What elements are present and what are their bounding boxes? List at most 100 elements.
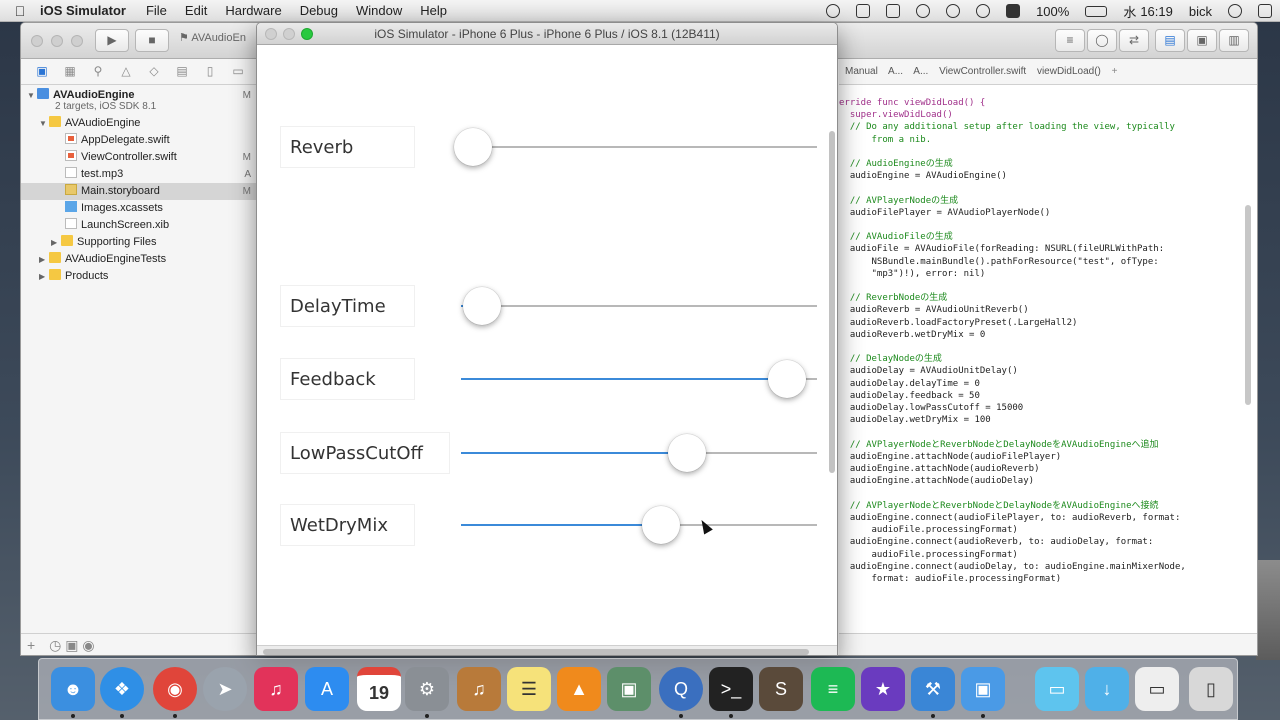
zoom-button[interactable] <box>71 35 83 47</box>
code-line[interactable]: format: audioFile.processingFormat) <box>839 573 1062 584</box>
code-line[interactable]: audioDelay.feedback = 50 <box>839 390 980 401</box>
code-line[interactable]: audioReverb.wetDryMix = 0 <box>839 329 986 340</box>
code-line[interactable]: audioEngine.attachNode(audioReverb) <box>839 464 1040 475</box>
slider-track[interactable] <box>461 524 817 526</box>
spotlight-icon[interactable] <box>1228 4 1242 18</box>
evernote-icon[interactable] <box>856 4 871 18</box>
code-line[interactable] <box>839 280 1186 292</box>
code-line[interactable]: audioEngine.attachNode(audioFilePlayer) <box>839 451 1062 462</box>
code-line[interactable]: // Do any additional setup after loading… <box>839 122 1175 133</box>
navigator-folder-row[interactable]: ▼AVAudioEngine <box>21 115 259 132</box>
code-line[interactable]: audioEngine.connect(audioFilePlayer, to:… <box>839 512 1181 523</box>
assistant-editor-button[interactable]: ◯ <box>1087 29 1117 52</box>
find-navigator-icon[interactable]: ⚲ <box>93 64 103 78</box>
code-line[interactable]: audioFile.processingFormat) <box>839 525 1018 536</box>
filter-unsaved-icon[interactable]: ◉ <box>82 637 95 653</box>
menu-debug[interactable]: Debug <box>299 3 338 18</box>
add-icon[interactable]: + <box>27 637 36 653</box>
editor-scrollbar[interactable] <box>1245 205 1251 405</box>
code-line[interactable]: audioReverb.loadFactoryPreset(.LargeHall… <box>839 317 1078 328</box>
slider-track[interactable] <box>461 378 817 380</box>
standard-editor-button[interactable]: ≡ <box>1055 29 1085 52</box>
notes-icon[interactable]: ☰ <box>507 667 551 711</box>
toggle-navigator-button[interactable]: ▤ <box>1155 29 1185 52</box>
jump-bar-file[interactable]: ViewController.swift <box>939 66 1027 77</box>
time-machine-icon[interactable] <box>916 4 931 18</box>
source-editor[interactable]: erride func viewDidLoad() { super.viewDi… <box>839 85 1257 633</box>
code-line[interactable] <box>839 146 1186 158</box>
battery-icon[interactable] <box>1085 5 1108 17</box>
close-button[interactable] <box>31 35 43 47</box>
scheme-selector[interactable]: ⚑ AVAudioEn <box>179 31 246 44</box>
code-line[interactable]: super.viewDidLoad() <box>839 110 953 121</box>
airplay-icon[interactable] <box>886 4 901 18</box>
menu-edit[interactable]: Edit <box>184 3 208 18</box>
menu-hardware[interactable]: Hardware <box>225 3 282 18</box>
add-editor-icon[interactable]: + <box>1111 66 1118 77</box>
chrome-icon[interactable]: ◉ <box>153 667 197 711</box>
wifi-icon[interactable] <box>976 4 991 18</box>
code-line[interactable]: // AVAudioFileの生成 <box>839 232 953 243</box>
slider-track[interactable] <box>461 452 817 454</box>
code-line[interactable]: from a nib. <box>839 134 932 145</box>
disclosure-open-icon[interactable]: ▼ <box>39 119 47 128</box>
code-line[interactable]: audioDelay.wetDryMix = 100 <box>839 415 991 426</box>
menu-file[interactable]: File <box>145 3 167 18</box>
clock-day[interactable]: 水 <box>1123 4 1137 20</box>
jump-bar-scheme[interactable]: Manual <box>845 66 878 77</box>
code-line[interactable] <box>839 182 1186 194</box>
downloads-icon[interactable]: ↓ <box>1085 667 1129 711</box>
source-code[interactable]: erride func viewDidLoad() { super.viewDi… <box>839 97 1186 585</box>
bluetooth-icon[interactable] <box>946 4 961 18</box>
record-icon[interactable] <box>826 4 841 18</box>
minimize-button[interactable] <box>283 28 295 40</box>
preview-icon[interactable]: ▣ <box>607 667 651 711</box>
stop-button[interactable]: ■ <box>135 29 169 52</box>
toggle-debug-button[interactable]: ▣ <box>1187 29 1217 52</box>
code-line[interactable]: erride func viewDidLoad() { <box>839 98 986 108</box>
slider-thumb[interactable] <box>463 287 502 325</box>
app-store-icon[interactable]: A <box>305 667 349 711</box>
user-name[interactable]: bick <box>1188 3 1212 19</box>
imovie-icon[interactable]: ★ <box>861 667 905 711</box>
guitar-icon[interactable]: ♫ <box>457 667 501 711</box>
slider-track[interactable] <box>461 305 817 307</box>
sublime-icon[interactable]: S <box>759 667 803 711</box>
battery-percent[interactable]: 100% <box>1036 3 1070 19</box>
code-line[interactable]: audioEngine.connect(audioDelay, to: audi… <box>839 561 1186 572</box>
code-line[interactable]: audioDelay = AVAudioUnitDelay() <box>839 366 1018 377</box>
recent-files-icon[interactable]: ◷ <box>49 637 62 653</box>
test-navigator-icon[interactable]: ◇ <box>149 64 159 78</box>
vlc-icon[interactable]: ▲ <box>557 667 601 711</box>
simulator-icon[interactable]: ▣ <box>961 667 1005 711</box>
issue-navigator-icon[interactable]: △ <box>121 64 131 78</box>
navigator-file-row[interactable]: test.mp3 A <box>21 166 259 183</box>
code-line[interactable]: "mp3")!), error: nil) <box>839 268 986 279</box>
spotify-icon[interactable]: ≡ <box>811 667 855 711</box>
filter-source-control-icon[interactable]: ▣ <box>65 637 79 653</box>
system-preferences-icon[interactable]: ⚙ <box>405 667 449 711</box>
terminal-icon[interactable]: >_ <box>709 667 753 711</box>
xcode-icon[interactable]: ⚒ <box>911 667 955 711</box>
code-line[interactable]: // AVPlayerNodeとReverbNodeとDelayNodeをAVA… <box>839 500 1159 511</box>
scrollbar-knob[interactable] <box>263 649 809 655</box>
document-icon[interactable]: ▭ <box>1135 667 1179 711</box>
run-button[interactable]: ▶ <box>95 29 129 52</box>
debug-navigator-icon[interactable]: ▤ <box>176 64 188 78</box>
menu-help[interactable]: Help <box>420 3 447 18</box>
quicktime-icon[interactable]: Q <box>659 667 703 711</box>
version-editor-button[interactable]: ⇄ <box>1119 29 1149 52</box>
jump-bar-group[interactable]: A... <box>913 66 929 77</box>
code-line[interactable]: audioFilePlayer = AVAudioPlayerNode() <box>839 207 1051 218</box>
navigator-file-row[interactable]: ViewController.swift M <box>21 149 259 166</box>
clock-time[interactable]: 16:19 <box>1140 3 1173 19</box>
disclosure-closed-icon[interactable]: ▶ <box>39 255 46 264</box>
code-line[interactable] <box>839 488 1186 500</box>
navigator-folder-row[interactable]: ▶AVAudioEngineTests <box>21 251 259 268</box>
menu-window[interactable]: Window <box>356 3 403 18</box>
rocket-icon[interactable]: ➤ <box>203 667 247 711</box>
disclosure-closed-icon[interactable]: ▶ <box>51 238 58 247</box>
code-line[interactable] <box>839 341 1186 353</box>
code-line[interactable]: audioDelay.delayTime = 0 <box>839 378 980 389</box>
code-line[interactable]: // AudioEngineの生成 <box>839 159 953 170</box>
